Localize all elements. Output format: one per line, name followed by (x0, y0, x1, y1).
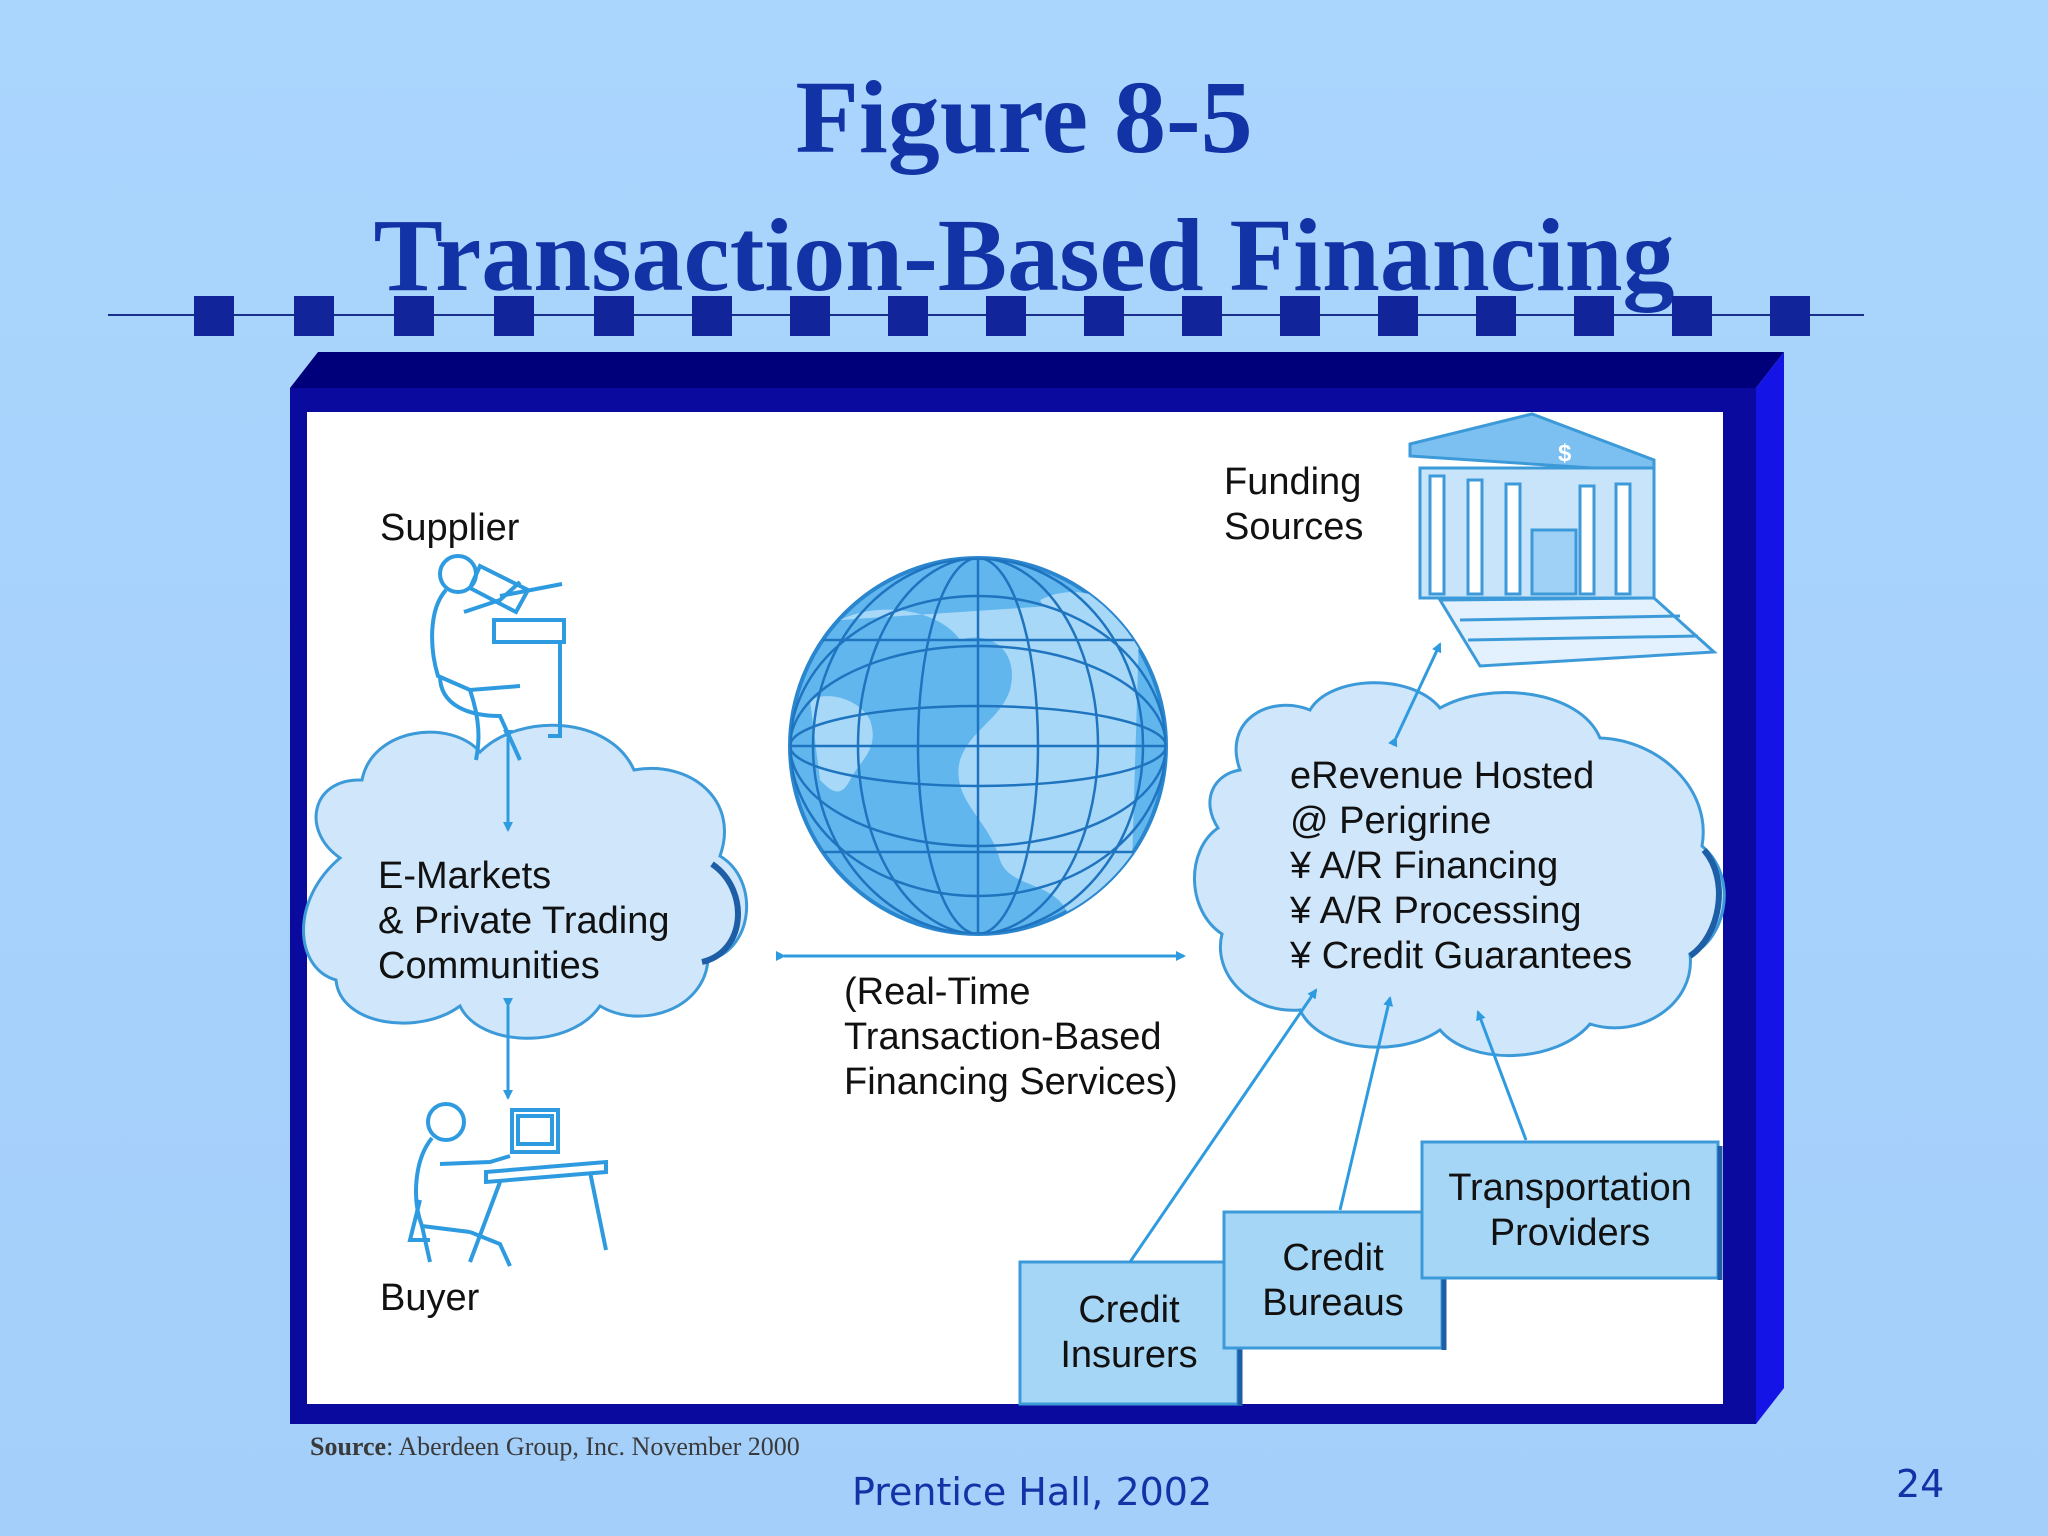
emarkets-line: Communities (378, 945, 600, 987)
title-line-2: Transaction-Based Financing (373, 198, 1675, 313)
rule-square (294, 296, 334, 336)
realtime-line: Transaction-Based (844, 1016, 1162, 1058)
rule-square (1574, 296, 1614, 336)
credit-insurers-line: Credit (1078, 1289, 1180, 1331)
rule-square (1770, 296, 1810, 336)
bank-building-icon (1408, 412, 1718, 668)
rule-square (494, 296, 534, 336)
transportation-line: Transportation (1448, 1167, 1692, 1209)
emarkets-cloud (302, 723, 749, 1040)
buyer-label: Buyer (380, 1277, 480, 1319)
arrow-funding-erevenue (1388, 642, 1442, 748)
emarkets-line: & Private Trading (378, 900, 670, 942)
arrow-transportation (1476, 1010, 1528, 1141)
footer-text: Prentice Hall, 2002 (852, 1470, 1213, 1514)
rule-square (394, 296, 434, 336)
funding-line: Funding (1224, 461, 1362, 503)
transportation-box (1420, 1140, 1723, 1280)
bank-symbol: $ (1558, 440, 1572, 467)
credit-insurers-line: Insurers (1060, 1334, 1198, 1376)
arrow-bureaus (1338, 996, 1394, 1211)
arrow-insurers (1128, 988, 1318, 1263)
transportation-line: Providers (1489, 1212, 1651, 1254)
source-label: Source (310, 1432, 387, 1461)
rule-square (1476, 296, 1516, 336)
credit-bureaus-line: Bureaus (1262, 1282, 1404, 1324)
rule-square (790, 296, 830, 336)
erevenue-line: ¥ A/R Financing (1290, 845, 1559, 887)
realtime-line: Financing Services) (844, 1061, 1178, 1103)
emarkets-line: E-Markets (378, 855, 552, 897)
erevenue-line: eRevenue Hosted (1290, 755, 1595, 797)
rule-square (1182, 296, 1222, 336)
erevenue-line: @ Perigrine (1290, 800, 1492, 842)
realtime-line: (Real-Time (844, 971, 1031, 1013)
rule-square (1378, 296, 1418, 336)
title-line-1: Figure 8-5 (795, 60, 1253, 175)
funding-line: Sources (1224, 506, 1364, 548)
erevenue-line: ¥ A/R Processing (1290, 890, 1582, 932)
rule-square (888, 296, 928, 336)
buyer-figure-icon (407, 1102, 608, 1267)
rule-square (986, 296, 1026, 336)
source-citation: Source: Aberdeen Group, Inc. November 20… (310, 1432, 800, 1462)
supplier-label: Supplier (380, 507, 520, 549)
credit-bureaus-line: Credit (1282, 1237, 1384, 1279)
rule-square (1084, 296, 1124, 336)
source-text: : Aberdeen Group, Inc. November 2000 (386, 1432, 800, 1461)
rule-square (1672, 296, 1712, 336)
globe-icon (788, 556, 1168, 936)
rule-square (194, 296, 234, 336)
rule-square (692, 296, 732, 336)
credit-bureaus-box (1222, 1210, 1447, 1350)
page-number: 24 (1896, 1462, 1945, 1506)
supplier-figure-icon (430, 554, 566, 761)
rule-square (594, 296, 634, 336)
rule-square (1280, 296, 1320, 336)
erevenue-line: ¥ Credit Guarantees (1290, 935, 1633, 977)
